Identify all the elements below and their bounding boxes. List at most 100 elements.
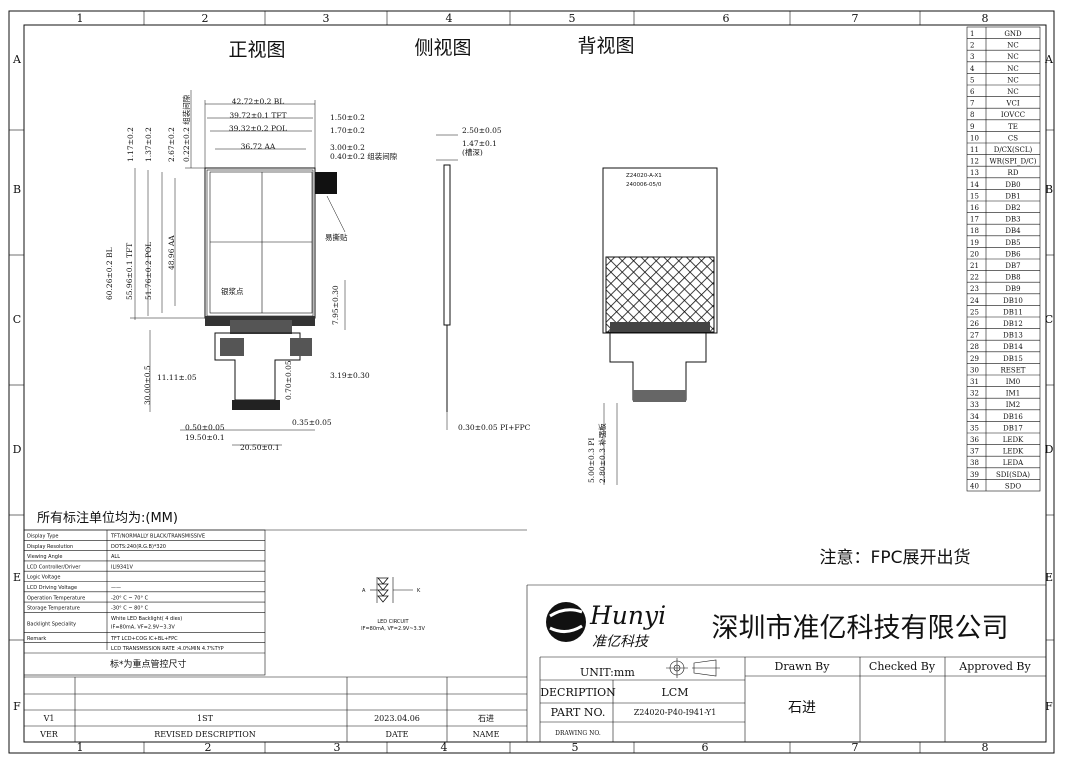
col-label: 7 — [852, 12, 859, 25]
pin-number: 29 — [970, 355, 979, 363]
rev-desc-header: REVISED DESCRIPTION — [154, 730, 256, 739]
spec-value: ILI9341V — [111, 564, 133, 570]
drawing-no-label: DRAWING NO. — [555, 730, 601, 737]
dim-050: 0.50±0.05 — [185, 423, 225, 432]
spec-value: TFT LCD+COG IC+BL+FPC — [110, 636, 178, 642]
pin-number: 23 — [970, 285, 979, 293]
fpc-notice: 注意：FPC展开出货 — [820, 548, 971, 568]
pin-name: RESET — [1001, 366, 1026, 374]
dim-3000: 30.00±0.5 — [143, 365, 152, 405]
pin-number: 35 — [970, 424, 979, 432]
dim-1111: 11.11±.05 — [157, 373, 197, 382]
pin-name: LEDA — [1003, 459, 1024, 467]
drawer-name: 石进 — [788, 700, 816, 716]
key-note: 标*为重点管控尺寸 — [110, 658, 187, 670]
pin-number: 31 — [970, 378, 979, 386]
inner-frame — [23, 24, 1047, 743]
pin-name: IM2 — [1006, 401, 1020, 409]
side-view-title: 侧视图 — [414, 37, 471, 59]
back-view-title: 背视图 — [577, 35, 634, 57]
pin-name: CS — [1008, 134, 1018, 142]
spec-value-2: IF=80mA, VF=2.9V~3.3V — [111, 624, 175, 630]
rev-name: 石进 — [478, 714, 494, 723]
dim-070: 0.70±0.05 — [284, 360, 293, 400]
rev-ver-header: VER — [39, 730, 59, 739]
pin-name: DB10 — [1003, 297, 1023, 305]
pin-name: NC — [1007, 88, 1018, 96]
spec-value: -30° C ~ 80° C — [111, 606, 149, 612]
dim-vert-2: 1.37±0.2 — [144, 127, 153, 162]
pin-number: 24 — [970, 297, 979, 305]
unit-label: UNIT:mm — [580, 666, 635, 679]
col-label: 6 — [723, 12, 730, 25]
pin-name: NC — [1007, 76, 1018, 84]
fpc-pad — [290, 338, 312, 356]
col-label: 8 — [982, 741, 989, 754]
pin-number: 34 — [970, 413, 979, 421]
pin-name: NC — [1007, 65, 1018, 73]
pin-number: 17 — [970, 216, 979, 224]
pin-name: DB12 — [1003, 320, 1023, 328]
company-name: 深圳市准亿科技有限公司 — [712, 613, 1009, 644]
row-label: F — [1045, 700, 1053, 713]
part-no-value: Z24020-P40-I941-Y1 — [634, 708, 717, 717]
pin-number: 26 — [970, 320, 979, 328]
side-dim-s1: 5.00±0.3 PI — [587, 438, 596, 483]
dim-035: 0.35±0.05 — [292, 418, 332, 427]
spec-value: -20° C ~ 70° C — [111, 595, 149, 601]
pin-name: DB3 — [1005, 216, 1020, 224]
side-profile — [443, 164, 451, 326]
dim-right-1: 1.50±0.2 — [330, 113, 365, 122]
pin-number: 15 — [970, 192, 979, 200]
pin-number: 27 — [970, 332, 979, 340]
dim-1950: 19.50±0.1 — [185, 433, 225, 442]
pin-name: DB11 — [1003, 308, 1023, 316]
pin-number: 7 — [970, 100, 974, 108]
polarizer-outline — [209, 171, 313, 314]
pin-name: DB17 — [1003, 424, 1023, 432]
dim-right-3: 3.00±0.2 — [330, 143, 365, 152]
front-view — [130, 90, 346, 446]
col-label: 1 — [77, 12, 84, 25]
pin-number: 13 — [970, 169, 979, 177]
fpc-fingers — [232, 400, 280, 410]
pin-number: 25 — [970, 308, 979, 316]
tear-tab — [315, 172, 337, 194]
fpc-pad — [220, 338, 244, 356]
rev-date: 2023.04.06 — [374, 714, 420, 723]
pin-name: DB7 — [1005, 262, 1020, 270]
pin-number: 10 — [970, 134, 979, 142]
pin-number: 3 — [970, 53, 974, 61]
pin-name: VCI — [1005, 100, 1019, 108]
approved-by-header: Approved By — [958, 660, 1031, 673]
brand-name: Hunyi — [589, 601, 666, 630]
side-dim-1: 2.50±0.05 — [462, 126, 502, 135]
pin-number: 36 — [970, 436, 979, 444]
pin-number: 2 — [970, 42, 974, 50]
pin-number: 14 — [970, 181, 979, 189]
pin-number: 4 — [970, 65, 975, 73]
pin-name: DB16 — [1003, 413, 1023, 421]
dim-width-pol: 39.32±0.2 POL — [229, 124, 287, 133]
led-sub: IF=80mA, VF=2.9V~3.3V — [361, 626, 425, 632]
pin-name: IM0 — [1006, 378, 1020, 386]
pin-name: IM1 — [1006, 390, 1020, 398]
company-logo — [546, 602, 586, 642]
side-dim-pi: 0.30±0.05 PI+FPC — [458, 423, 531, 432]
dim-vert-3: 2.67±0.2 — [167, 127, 176, 162]
pin-number: 21 — [970, 262, 979, 270]
dim-vert-4: 0.22±0.2 组装间隙 — [181, 94, 191, 162]
pin-name: DB2 — [1005, 204, 1020, 212]
checked-by-header: Checked By — [869, 660, 936, 673]
col-label: 5 — [569, 12, 576, 25]
pin-name: DB1 — [1005, 192, 1020, 200]
pin-name: DB15 — [1003, 355, 1023, 363]
pin-number: 6 — [970, 88, 975, 96]
projection-symbol — [666, 658, 720, 678]
spec-value: DOTS:240(R.G.B)*320 — [111, 544, 166, 550]
tear-tab-label: 易撕贴 — [325, 232, 348, 242]
pin-number: 40 — [970, 482, 979, 490]
pin-name: SDO — [1005, 482, 1021, 490]
title-block-lines — [24, 584, 1046, 742]
